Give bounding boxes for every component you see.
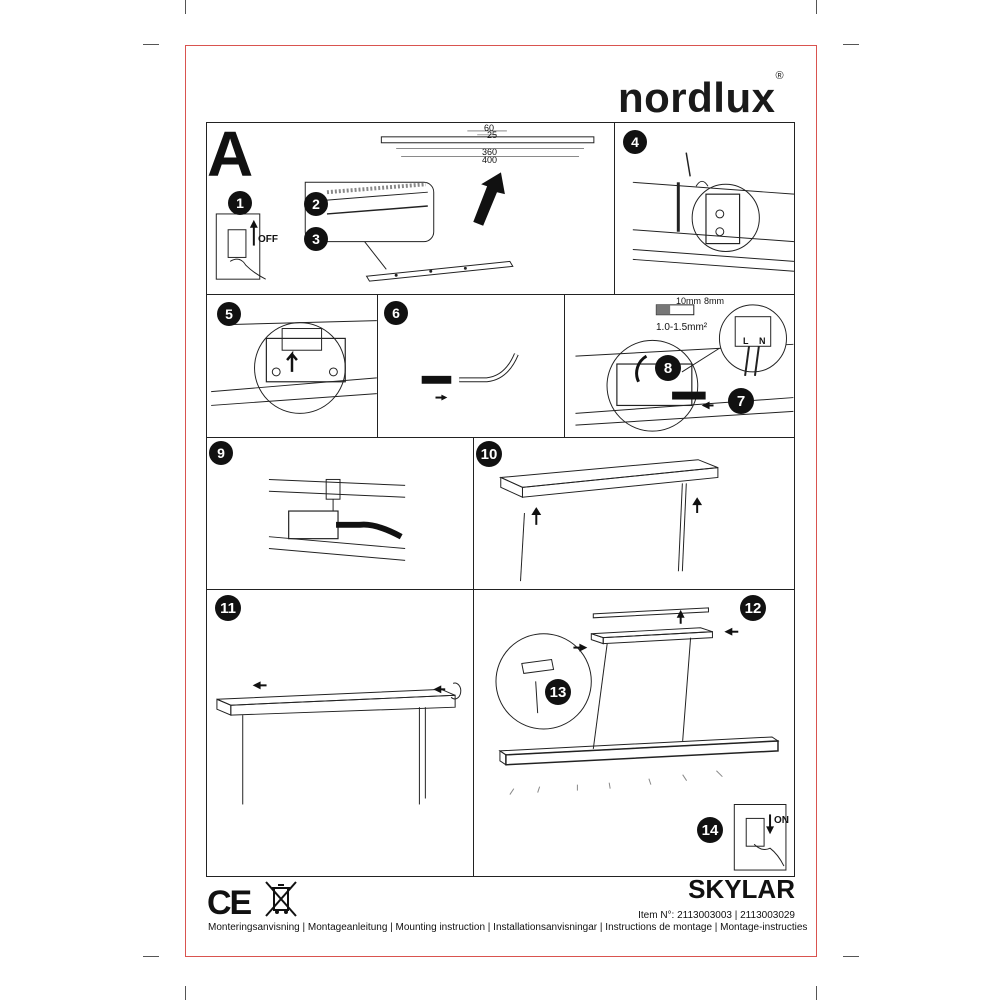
dimension-label: 400 [482,155,498,165]
crop-mark [185,986,186,1000]
bracket-mounting-illustration [215,130,595,282]
terminal-n-label: N [759,336,766,346]
strip-length-label: 8mm [704,296,724,306]
step-badge-3: 3 [304,227,328,251]
step-badge-4: 4 [623,130,647,154]
step-badge-7: 7 [728,388,754,414]
panel-step-1-3 [206,122,616,295]
dimension-label: 60 [484,123,495,133]
dimension-label: 360 [482,147,498,157]
crop-mark [843,44,859,45]
panel-step-11 [206,589,474,877]
terminal-block-open-illustration [211,320,377,414]
panel-step-9 [206,437,474,590]
off-label: OFF [258,234,278,245]
step-badge-12: 12 [740,595,766,621]
wire-gauge-label: 1.0-1.5mm² [656,322,708,333]
terminal-l-label: L [743,336,749,346]
step-badge-13: 13 [545,679,571,705]
product-name: SKYLAR [688,874,795,904]
brand-logo: nordlux® [618,70,785,121]
ceiling-box-screwdriver-illustration [632,152,794,272]
crop-mark [843,956,859,957]
panel-step-12-14 [473,589,795,877]
canopy-wires-illustration [498,459,719,582]
strip-length-label: 10mm [676,296,702,306]
step-badge-10: 10 [476,441,502,467]
crop-mark [143,956,159,957]
wire-insertion-illustration [421,353,519,401]
step-badge-2: 2 [304,192,328,216]
crop-mark [816,986,817,1000]
step-badge-5: 5 [217,302,241,326]
on-label: ON [774,815,789,826]
crop-mark [816,0,817,14]
panel-step-10 [473,437,795,590]
instruction-sheet [185,45,817,957]
step-badge-11: 11 [215,595,241,621]
item-number: Item N°: 2113003003 | 2113003029 [638,910,795,921]
terminal-block-closed-illustration [268,478,406,561]
ce-mark: CE [207,884,252,922]
step-badge-14: 14 [697,817,723,843]
wiring-connection-illustration [575,304,794,432]
panel-step-6 [377,294,565,438]
step-badge-9: 9 [209,441,233,465]
step-badge-6: 6 [384,301,408,325]
section-letter: A [207,118,254,190]
step-badge-8: 8 [655,355,681,381]
crop-mark [143,44,159,45]
step-badge-1: 1 [228,191,252,215]
weee-crossed-bin-icon [265,881,297,917]
crop-mark [185,0,186,14]
canopy-screws-illustration [216,681,462,805]
final-assembly-illustration [495,607,787,871]
dimension-label: 25 [487,130,498,140]
document-languages: Monteringsanvisning | Montageanleitung |… [208,922,808,933]
